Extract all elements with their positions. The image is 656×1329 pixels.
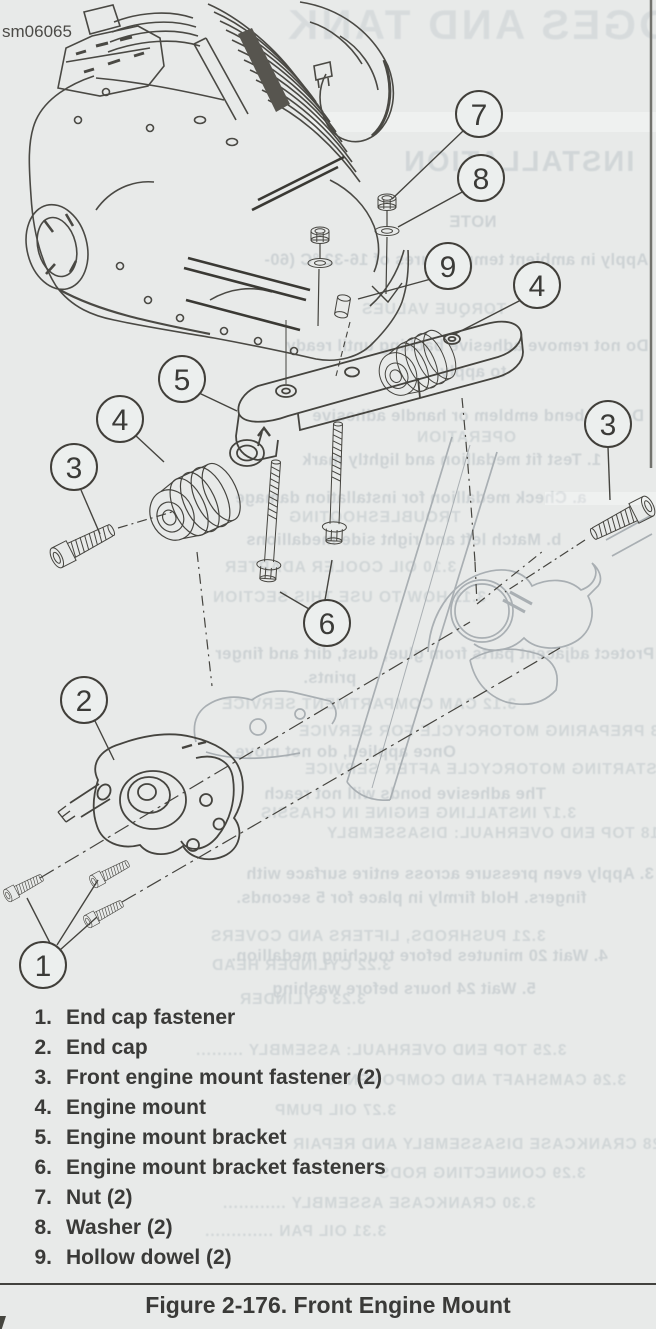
- bracket-fastener: [321, 421, 351, 545]
- legend-item: 5. Engine mount bracket: [0, 1126, 656, 1156]
- legend-item: 9. Hollow dowel (2): [0, 1246, 656, 1276]
- photo-code: sm06065: [2, 22, 72, 41]
- svg-text:9: 9: [440, 251, 457, 284]
- svg-text:1: 1: [35, 950, 52, 983]
- nut-part: [310, 226, 330, 244]
- caption-divider: [0, 1283, 656, 1285]
- svg-text:4: 4: [529, 270, 546, 303]
- svg-text:7: 7: [471, 99, 488, 132]
- callout-9: 9: [424, 242, 472, 290]
- end-cap-fastener: [87, 856, 132, 890]
- callouts: 7 8 9 4 3 5 4 3 6 2 1: [19, 90, 632, 989]
- legend-item: 6. Engine mount bracket fasteners: [0, 1156, 656, 1186]
- callout-3-left: 3: [50, 443, 98, 491]
- svg-text:5: 5: [174, 364, 191, 397]
- callout-leaders: [26, 130, 611, 951]
- end-cap-fastener: [1, 870, 46, 904]
- legend-item-label: Engine mount bracket: [66, 1126, 287, 1149]
- svg-text:8: 8: [473, 163, 490, 196]
- end-cap: [57, 733, 244, 860]
- engine-block: [25, 1, 410, 361]
- legend-item-number: 9.: [34, 1246, 52, 1269]
- washer-part: [374, 226, 400, 236]
- scan-corner-mark: [0, 1316, 6, 1329]
- legend-item: 1. End cap fastener: [0, 1006, 656, 1036]
- legend-item-label: End cap: [66, 1036, 148, 1059]
- legend-item-number: 3.: [34, 1066, 52, 1089]
- legend-item-number: 7.: [34, 1186, 52, 1209]
- svg-text:4: 4: [112, 404, 129, 437]
- engine-mount-bracket: [229, 320, 524, 467]
- figure-caption: Figure 2-176. Front Engine Mount: [145, 1292, 511, 1318]
- assembly-centerlines: [39, 397, 561, 903]
- legend-item-label: Engine mount bracket fasteners: [66, 1156, 386, 1179]
- legend-item: 7. Nut (2): [0, 1186, 656, 1216]
- callout-6: 6: [303, 599, 351, 647]
- legend-item-number: 5.: [34, 1126, 52, 1149]
- callout-4-right: 4: [513, 261, 561, 309]
- ghost-frame-downtube: [346, 436, 498, 802]
- parts-legend: 1. End cap fastener 2. End cap 3. Front eng…: [0, 1006, 656, 1276]
- callout-5: 5: [158, 355, 206, 403]
- stud-centerlines: [317, 210, 403, 327]
- legend-item: 8. Washer (2): [0, 1216, 656, 1246]
- svg-text:3: 3: [66, 452, 83, 485]
- callout-8: 8: [457, 154, 505, 202]
- legend-item-label: Hollow dowel (2): [66, 1246, 232, 1269]
- callout-7: 7: [455, 90, 503, 138]
- legend-item: 4. Engine mount: [0, 1096, 656, 1126]
- legend-item-number: 1.: [34, 1006, 52, 1029]
- callout-2: 2: [60, 676, 108, 724]
- nut-part: [377, 193, 397, 211]
- front-engine-mount-diagram: 7 8 9 4 3 5 4 3 6 2 1: [1, 0, 656, 989]
- ghost-frame-mount: [193, 515, 653, 760]
- legend-item-label: Washer (2): [66, 1216, 173, 1239]
- callout-4-left: 4: [96, 395, 144, 443]
- legend-item-number: 8.: [34, 1216, 52, 1239]
- front-mount-fastener-right: [504, 493, 656, 593]
- legend-item-label: End cap fastener: [66, 1006, 236, 1029]
- legend-item: 2. End cap: [0, 1036, 656, 1066]
- legend-item-label: Front engine mount fastener (2): [66, 1066, 383, 1089]
- legend-item-number: 2.: [34, 1036, 52, 1059]
- svg-text:3: 3: [600, 409, 617, 442]
- front-mount-fastener-left: [46, 511, 173, 571]
- svg-text:6: 6: [319, 608, 336, 641]
- legend-item-label: Nut (2): [66, 1186, 133, 1209]
- legend-item-number: 4.: [34, 1096, 52, 1119]
- bracket-fastener: [255, 458, 289, 584]
- washer-part: [307, 258, 333, 268]
- legend-item-number: 6.: [34, 1156, 52, 1179]
- legend-item-label: Engine mount: [66, 1096, 206, 1119]
- callout-3-right: 3: [584, 400, 632, 448]
- callout-1: 1: [19, 941, 67, 989]
- engine-mount-left: [138, 456, 250, 554]
- svg-text:2: 2: [76, 685, 93, 718]
- legend-item: 3. Front engine mount fastener (2): [0, 1066, 656, 1096]
